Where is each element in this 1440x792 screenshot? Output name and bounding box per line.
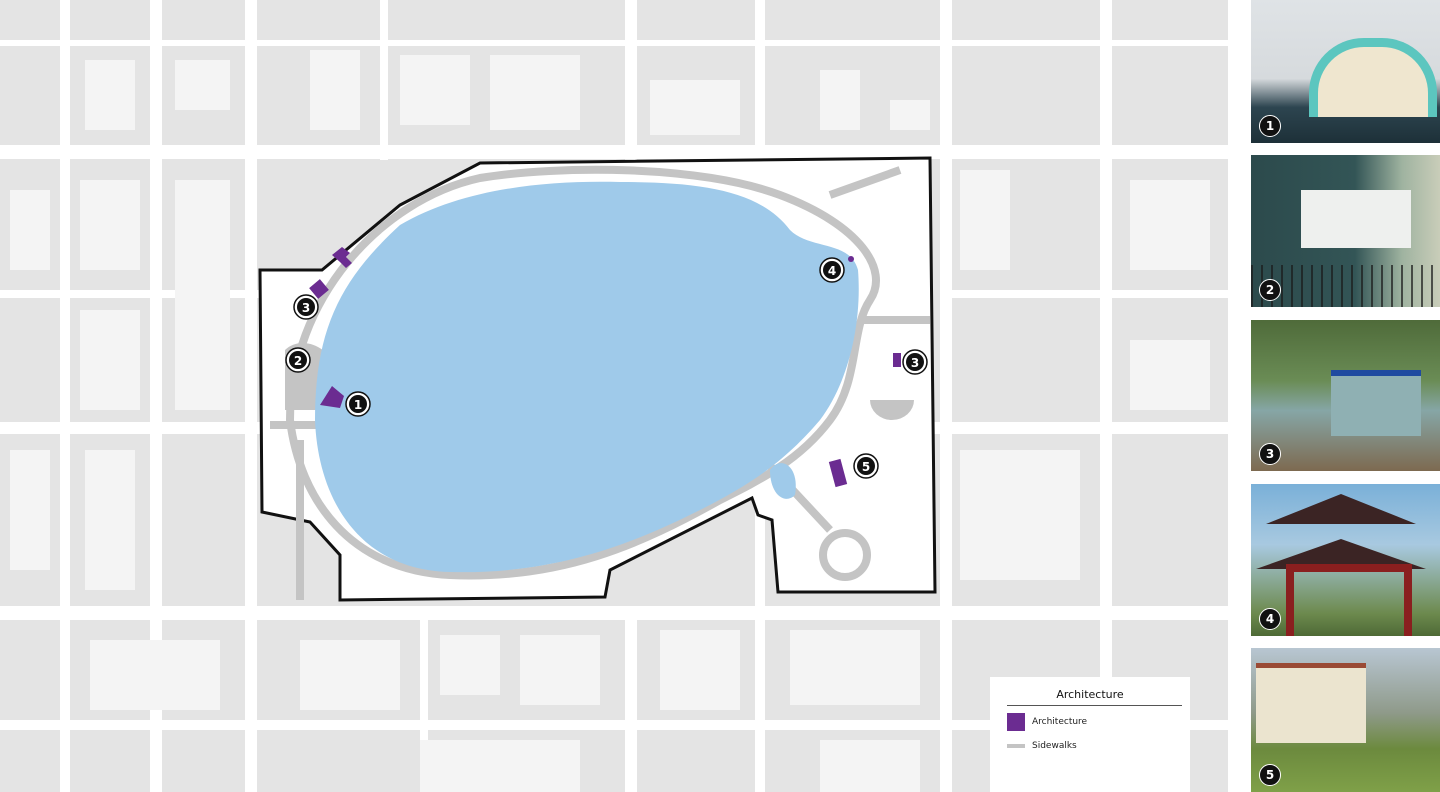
- marker-label: 3: [911, 356, 919, 370]
- legend-item-sidewalks: Sidewalks: [1007, 741, 1077, 751]
- marker-3-west[interactable]: 3: [293, 294, 319, 320]
- map-legend: Architecture Architecture Sidewalks: [990, 677, 1190, 792]
- photo-building-entrance[interactable]: 3: [1251, 320, 1440, 471]
- pond: [770, 463, 796, 499]
- sidewalk-swatch: [1007, 744, 1025, 748]
- site-markers: 1 2 3 3 4 5: [285, 257, 928, 479]
- photo-number-badge: 1: [1259, 115, 1281, 137]
- legend-title: Architecture: [1056, 688, 1124, 701]
- photo-number-badge: 5: [1259, 764, 1281, 786]
- roundabout: [819, 529, 871, 581]
- marker-label: 5: [862, 460, 870, 474]
- marker-1[interactable]: 1: [345, 391, 371, 417]
- legend-label: Architecture: [1032, 717, 1088, 727]
- photo-bandshell[interactable]: 1: [1251, 0, 1440, 143]
- photo-number-badge: 4: [1259, 608, 1281, 630]
- marker-label: 2: [294, 354, 302, 368]
- architecture-sites: [309, 247, 901, 488]
- legend-divider: [1007, 705, 1182, 706]
- photo-number-badge: 3: [1259, 443, 1281, 465]
- plaza: [870, 400, 914, 420]
- marker-label: 4: [828, 264, 836, 278]
- park-map[interactable]: 1 2 3 3 4 5: [0, 0, 1240, 792]
- marker-3-east[interactable]: 3: [902, 349, 928, 375]
- marker-2[interactable]: 2: [285, 347, 311, 373]
- photo-pagoda[interactable]: 4: [1251, 484, 1440, 636]
- lake: [315, 181, 859, 573]
- marker-label: 3: [302, 301, 310, 315]
- photo-number-badge: 2: [1259, 279, 1281, 301]
- marker-4[interactable]: 4: [819, 257, 845, 283]
- buildings: [10, 50, 1210, 792]
- legend-item-architecture: Architecture: [1007, 713, 1087, 731]
- photo-house[interactable]: 5: [1251, 648, 1440, 792]
- marker-label: 1: [354, 398, 362, 412]
- legend-label: Sidewalks: [1032, 741, 1077, 751]
- photo-kiosk[interactable]: 2: [1251, 155, 1440, 307]
- marker-5[interactable]: 5: [853, 453, 879, 479]
- architecture-swatch: [1007, 713, 1025, 731]
